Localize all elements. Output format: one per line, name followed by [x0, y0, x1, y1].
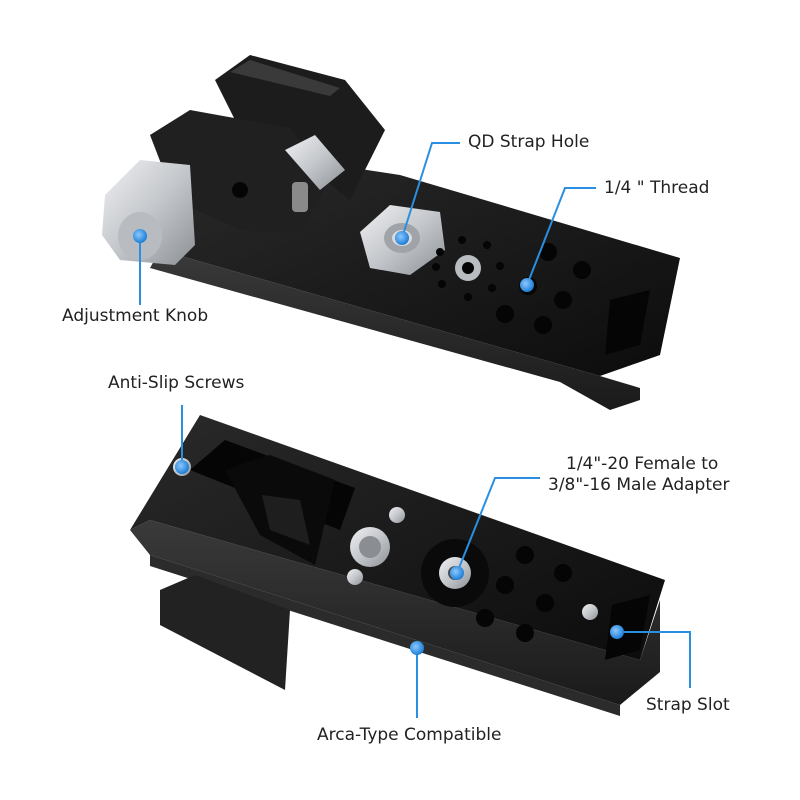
anti-slip-screws-label: Anti-Slip Screws — [108, 373, 245, 393]
thread-label: 1/4 " Thread — [604, 178, 710, 198]
thread-holes-top — [432, 236, 591, 334]
strap-slot-top — [605, 290, 650, 355]
callout-dots — [133, 229, 624, 655]
top-plate — [102, 55, 680, 410]
adapter-label-line1: 1/4"-20 Female to — [566, 454, 719, 474]
spring — [292, 182, 308, 212]
arca-compatible-label: Arca-Type Compatible — [317, 725, 502, 745]
adjustment-knob-label: Adjustment Knob — [62, 306, 209, 326]
adapter-label-line2: 3/8"-16 Male Adapter — [548, 475, 730, 495]
strap-slot-label: Strap Slot — [646, 695, 730, 715]
adjustment-knob-part — [102, 160, 195, 265]
strap-slot-bottom — [605, 595, 650, 660]
qd-strap-hole-label: QD Strap Hole — [468, 132, 590, 152]
callout-lines — [139, 142, 691, 718]
bottom-plate — [130, 415, 665, 716]
adapter-label: 1/4"-20 Female to 3/8"-16 Male Adapter — [548, 454, 729, 496]
thread-holes-bottom — [476, 546, 572, 642]
